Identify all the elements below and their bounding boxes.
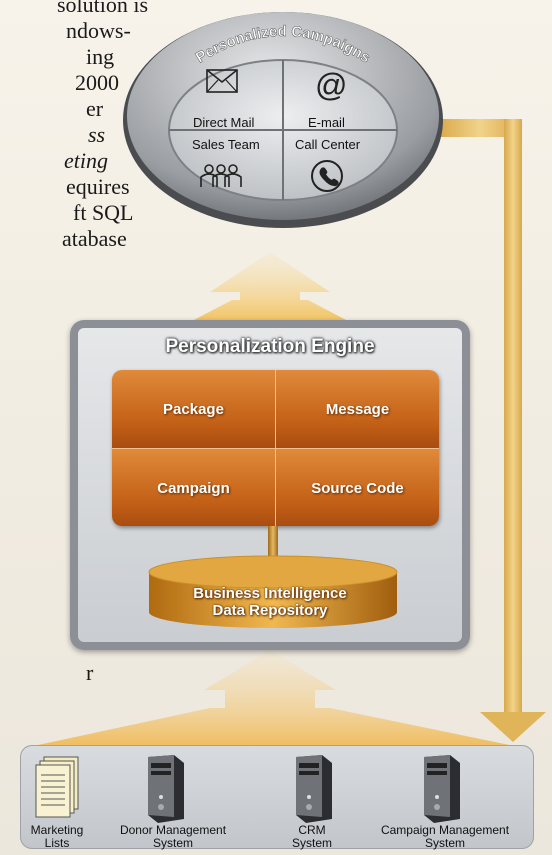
- source-label-line: System: [152, 836, 193, 850]
- source-label-donor-management: Donor Management System: [108, 824, 238, 850]
- server-icon: [148, 755, 184, 823]
- engine-grid: Package Message Campaign Source Code: [112, 370, 439, 526]
- server-icon: [424, 755, 460, 823]
- intro-line: eting: [64, 148, 108, 173]
- intro-line: ft SQL: [73, 200, 134, 225]
- intro-line: er: [86, 96, 104, 121]
- intro-line: ndows-: [66, 18, 131, 43]
- engine-title: Personalization Engine: [165, 336, 375, 357]
- intro-line: ss: [88, 122, 106, 147]
- source-label-line: System: [424, 836, 465, 850]
- up-arrow-sources: [24, 650, 524, 748]
- database-cylinder-icon: [148, 555, 398, 628]
- people-icon: [200, 164, 242, 187]
- repository-line: Business Intelligence: [193, 585, 347, 602]
- intro-line: atabase: [62, 226, 127, 251]
- source-label-line: Donor Management: [119, 823, 227, 837]
- source-label-crm: CRM System: [282, 824, 342, 850]
- feedback-arrow: [438, 119, 546, 742]
- direct-mail-label: Direct Mail: [193, 115, 255, 130]
- email-at-icon: @: [315, 67, 347, 103]
- package-cell: Package: [112, 370, 276, 449]
- intro-line: ing: [86, 44, 115, 69]
- repository-line: Data Repository: [212, 602, 328, 619]
- campaign-cell: Campaign: [112, 449, 276, 526]
- call-center-label: Call Center: [295, 137, 361, 152]
- source-code-cell: Source Code: [276, 449, 439, 526]
- campaigns-ellipse: Personalized Campaigns @: [123, 12, 443, 228]
- source-label-line: System: [291, 836, 332, 850]
- up-arrow-engine: [190, 252, 350, 322]
- source-label-line: Campaign Management: [380, 823, 510, 837]
- document-stack-icon: [35, 756, 79, 818]
- message-cell: Message: [276, 370, 439, 449]
- svg-text:@: @: [315, 67, 347, 103]
- intro-text: solution is ndows- ing 2000 er ss eting …: [0, 0, 148, 252]
- phone-icon: [311, 160, 343, 192]
- source-label-line: Lists: [44, 836, 70, 850]
- source-label-line: Marketing: [30, 823, 84, 837]
- source-label-line: CRM: [298, 823, 326, 837]
- personalization-engine-panel: Personalization Engine Package Message C…: [70, 320, 470, 650]
- intro-line: solution is: [57, 0, 149, 17]
- stray-text: r: [86, 660, 94, 685]
- server-icon: [296, 755, 332, 823]
- intro-line: equires: [66, 174, 130, 199]
- engine-connector: [268, 526, 278, 566]
- email-label: E-mail: [308, 115, 345, 130]
- data-sources-tray: Marketing Lists Donor Management System …: [20, 745, 534, 850]
- repository-label: Business Intelligence Data Repository: [70, 585, 470, 619]
- sales-team-label: Sales Team: [192, 137, 260, 152]
- source-label-campaign-management: Campaign Management System: [370, 824, 520, 850]
- envelope-icon: [206, 69, 238, 93]
- intro-line: 2000: [75, 70, 119, 95]
- source-label-marketing-lists: Marketing Lists: [22, 824, 92, 850]
